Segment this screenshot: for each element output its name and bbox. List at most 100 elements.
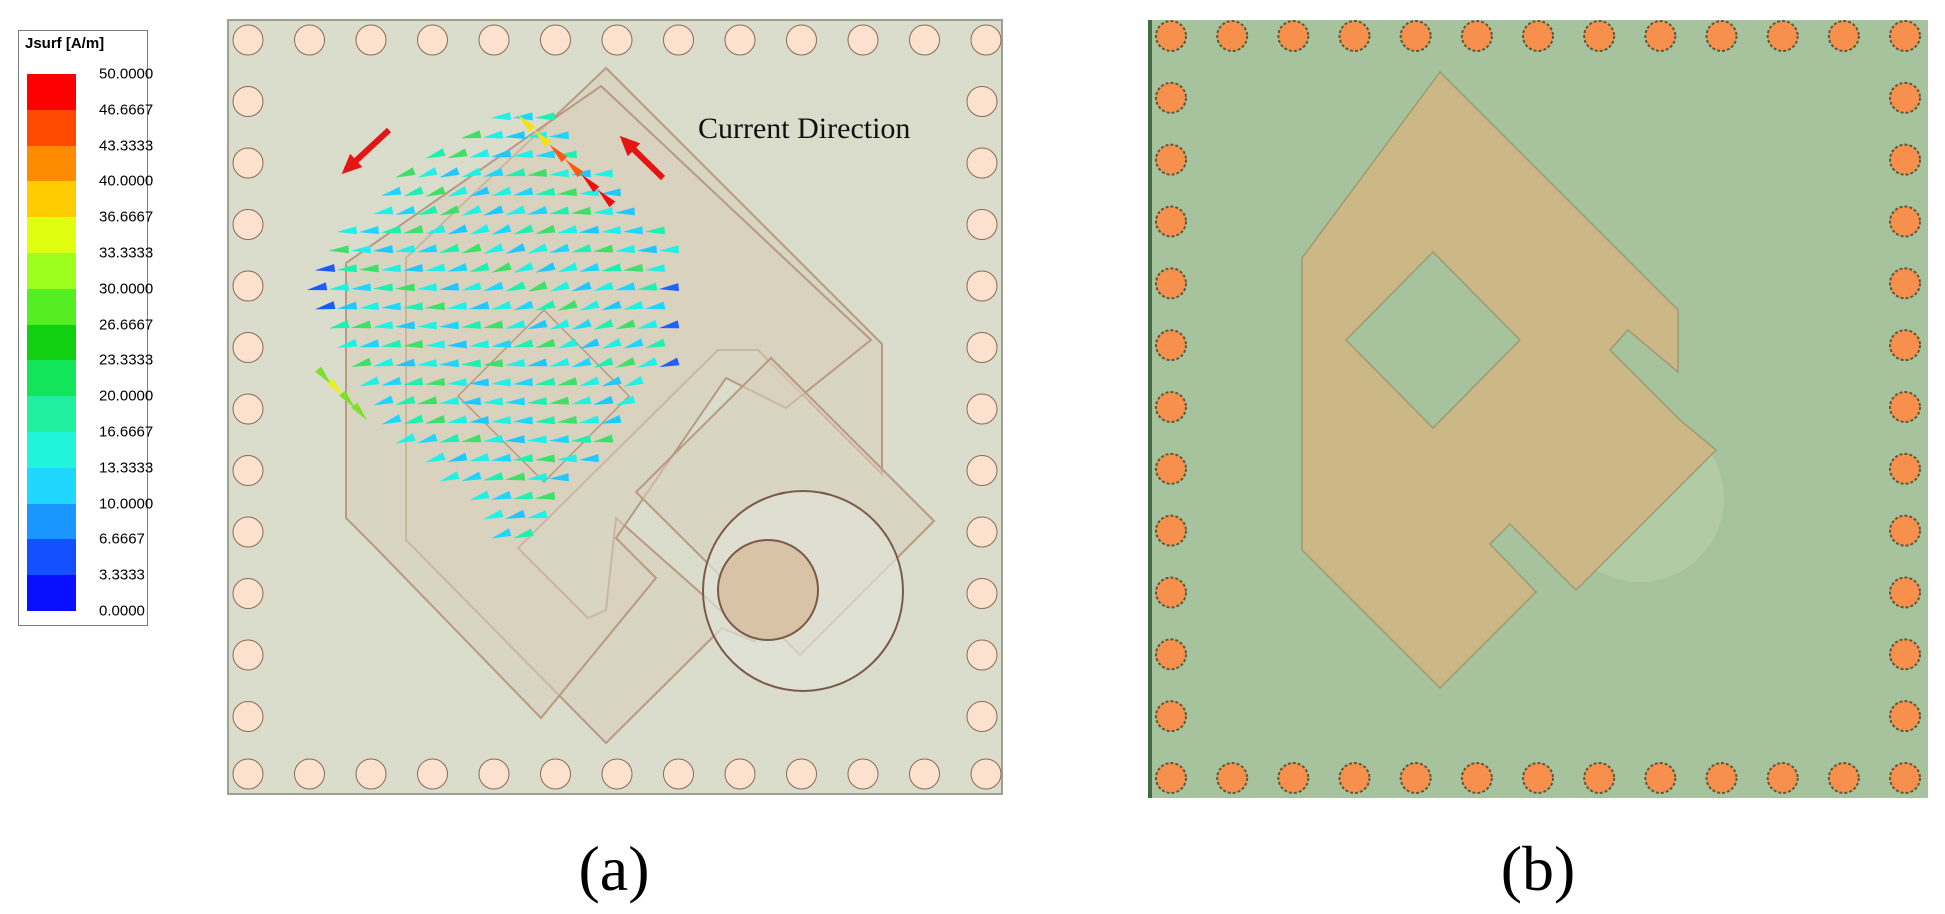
via-pad: [663, 24, 694, 56]
current-vector: [314, 263, 336, 272]
via-pad: [1460, 20, 1493, 52]
legend-tick-label: 46.6667: [99, 101, 154, 119]
current-vector: [460, 320, 482, 329]
current-vector: [615, 395, 636, 406]
current-vector: [505, 205, 526, 216]
legend-tick-label: 3.3333: [99, 566, 145, 584]
via-pad: [1277, 762, 1310, 794]
current-vector: [534, 112, 555, 121]
current-vector: [439, 243, 460, 253]
current-vector: [490, 416, 511, 425]
current-vector: [636, 282, 658, 291]
current-vector-hot: [597, 189, 616, 208]
via-pad: [966, 701, 998, 732]
current-vector: [358, 302, 380, 311]
via-pad: [966, 393, 998, 425]
current-vector: [512, 339, 534, 348]
current-vector: [483, 509, 504, 520]
current-vector: [469, 148, 490, 158]
via-pad: [1522, 20, 1554, 52]
current-vector: [504, 435, 525, 444]
direction-arrow: [341, 127, 392, 175]
via-pad: [232, 516, 264, 548]
current-vector: [350, 245, 371, 254]
current-vector: [534, 187, 556, 196]
current-vector: [614, 207, 635, 216]
current-vector: [395, 205, 416, 215]
legend-swatch: [27, 217, 76, 254]
current-vector: [622, 226, 643, 235]
current-vector: [336, 226, 357, 235]
current-vector: [658, 320, 680, 329]
current-vector: [593, 281, 614, 291]
current-vector: [526, 510, 548, 519]
current-vector: [579, 338, 600, 349]
current-vector: [446, 378, 468, 387]
current-vector: [549, 319, 570, 330]
via-pad: [1889, 452, 1921, 485]
current-vector: [372, 320, 394, 329]
legend-swatch: [27, 145, 76, 182]
current-vector: [482, 472, 504, 481]
current-vector: [461, 205, 482, 216]
via-pad: [417, 758, 448, 790]
via-pad: [232, 639, 264, 671]
current-vector: [447, 452, 468, 462]
legend-swatch: [27, 181, 76, 218]
current-vector: [416, 244, 438, 253]
current-vector: [460, 282, 482, 291]
current-vector: [468, 301, 490, 310]
current-vector: [504, 131, 526, 140]
current-vector: [557, 262, 578, 273]
current-vector: [483, 243, 504, 254]
legend-swatch: [27, 503, 76, 540]
current-vector: [579, 262, 600, 272]
current-vector: [570, 435, 592, 443]
current-vector: [372, 206, 394, 215]
via-pad: [232, 24, 264, 56]
current-vector: [403, 414, 424, 425]
current-vector: [482, 397, 503, 406]
current-vector: [336, 301, 358, 310]
current-vector: [512, 378, 534, 386]
current-vector: [424, 340, 445, 349]
current-vector: [549, 357, 570, 367]
current-vector: [556, 454, 577, 463]
via-pad: [1155, 576, 1187, 609]
via-pad: [1338, 20, 1371, 52]
current-vector: [623, 376, 644, 387]
via-pad: [1644, 20, 1677, 52]
via-pad: [1583, 20, 1616, 52]
feed-pin: [717, 539, 819, 641]
current-vector: [380, 225, 402, 234]
current-vector: [571, 357, 592, 368]
via-pad: [1583, 762, 1616, 794]
legend-swatch: [27, 74, 76, 111]
current-vector: [593, 319, 614, 330]
via-pad: [540, 758, 571, 790]
current-vector: [557, 338, 578, 349]
current-vector: [614, 245, 636, 253]
via-pad: [232, 270, 264, 302]
current-vector: [438, 359, 459, 368]
current-vector: [504, 168, 526, 177]
current-vector: [527, 243, 548, 254]
current-vector: [438, 282, 460, 291]
current-vector: [358, 339, 380, 348]
current-vector: [548, 435, 569, 444]
current-vector: [424, 377, 446, 386]
via-pad: [786, 758, 817, 790]
current-vector: [482, 359, 504, 368]
current-vector: [534, 150, 555, 159]
current-vector: [468, 415, 490, 424]
via-pad: [478, 758, 510, 790]
current-vector: [491, 300, 512, 310]
via-pad: [970, 758, 1002, 790]
via-pad: [1155, 762, 1187, 794]
current-vector: [504, 358, 526, 367]
current-vector: [380, 339, 402, 348]
current-vector: [394, 244, 416, 253]
current-vector: [658, 245, 679, 254]
antenna-patch: [1301, 70, 1718, 690]
via-pad: [724, 758, 756, 790]
